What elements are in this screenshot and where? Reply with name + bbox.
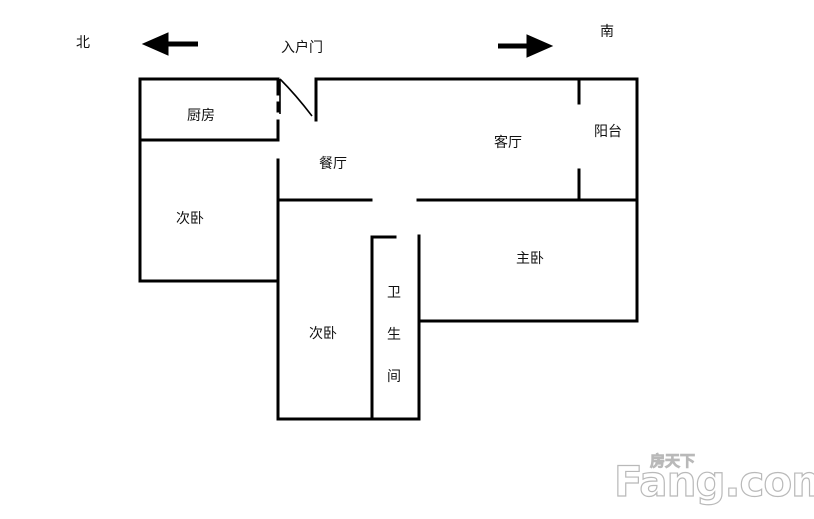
entrance-door-icon [279,78,313,117]
room-label-bathroom-char-2: 生 [387,327,401,343]
room-label-balcony: 阳台 [594,124,622,140]
watermark-brand: Fang.com [614,457,814,506]
north-label: 北 [76,35,90,51]
room-label-dining: 餐厅 [319,156,347,172]
entrance-label: 入户门 [281,39,323,56]
south-label: 南 [600,24,614,40]
room-label-bathroom-char-3: 间 [387,369,401,385]
room-label-living: 客厅 [494,134,522,151]
fang-com-watermark-logo: 房天下 Fang.com [613,452,814,507]
south-arrow-icon [498,34,554,58]
watermark-brand-cn: 房天下 [650,452,695,470]
room-label-second-bedroom-left: 次卧 [176,211,204,227]
north-arrow-icon [141,32,198,56]
room-label-second-bedroom-center: 次卧 [309,326,337,342]
room-label-kitchen: 厨房 [187,108,215,124]
room-label-master-bedroom: 主卧 [516,251,544,267]
room-label-bathroom-char-1: 卫 [387,285,401,301]
walls [138,77,639,421]
